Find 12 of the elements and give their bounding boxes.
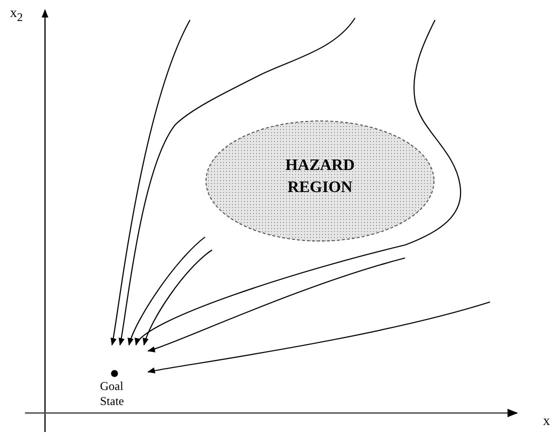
trajectory-arrow — [147, 257, 406, 352]
trajectory-arrow — [118, 18, 356, 346]
trajectory-arrow — [143, 250, 212, 346]
axis-label: x$_{2}$ — [10, 6, 23, 24]
trajectory-arrow — [147, 301, 490, 374]
trajectory-arrow — [136, 20, 462, 346]
goal-label: Goal State — [100, 379, 125, 409]
axis-label: x — [543, 414, 550, 430]
hazard-region — [205, 120, 435, 242]
trajectory-arrow — [110, 20, 190, 346]
region-label: HAZARD REGION — [284, 156, 356, 198]
trajectory-arrow — [128, 236, 206, 346]
